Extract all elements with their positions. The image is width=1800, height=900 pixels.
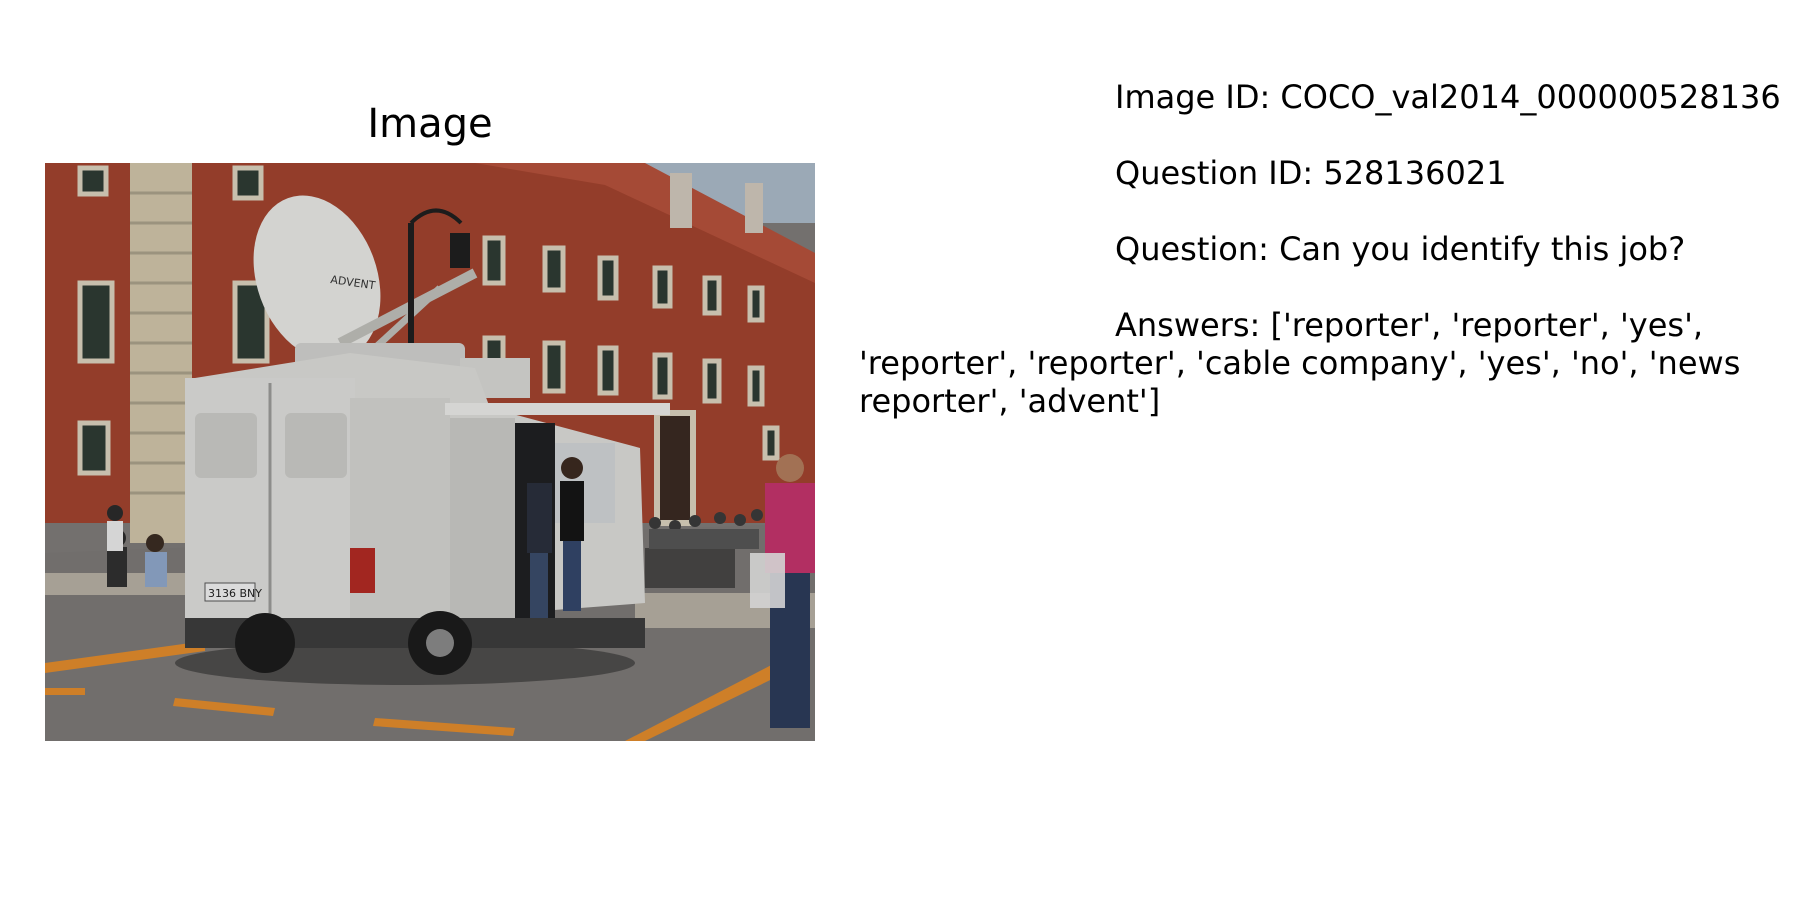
distant-crowd xyxy=(649,509,763,549)
photo-illustration: ADVENT 3136 BNY xyxy=(45,163,815,741)
answers-text: Answers: ['reporter', 'reporter', 'yes',… xyxy=(859,306,1741,420)
info-panel: Image ID: COCO_val2014_000000528136 Ques… xyxy=(859,78,1789,420)
question-id-text: Question ID: 528136021 xyxy=(1115,154,1507,192)
road-markings xyxy=(45,641,795,741)
image-panel-title: Image xyxy=(367,101,493,147)
chimney xyxy=(670,173,692,228)
photo: ADVENT 3136 BNY xyxy=(45,163,815,741)
pilaster-courses xyxy=(130,191,192,495)
image-id-text: Image ID: COCO_val2014_000000528136 xyxy=(1115,78,1781,116)
chimney xyxy=(745,183,763,233)
question-text: Question: Can you identify this job? xyxy=(1115,230,1686,268)
stone-pilaster xyxy=(130,163,192,543)
street-lamp xyxy=(408,208,470,353)
license-plate: 3136 BNY xyxy=(208,587,262,600)
satellite-dish: ADVENT xyxy=(253,195,478,361)
people xyxy=(107,454,815,728)
railing xyxy=(645,548,735,588)
dish-logo: ADVENT xyxy=(330,273,377,292)
